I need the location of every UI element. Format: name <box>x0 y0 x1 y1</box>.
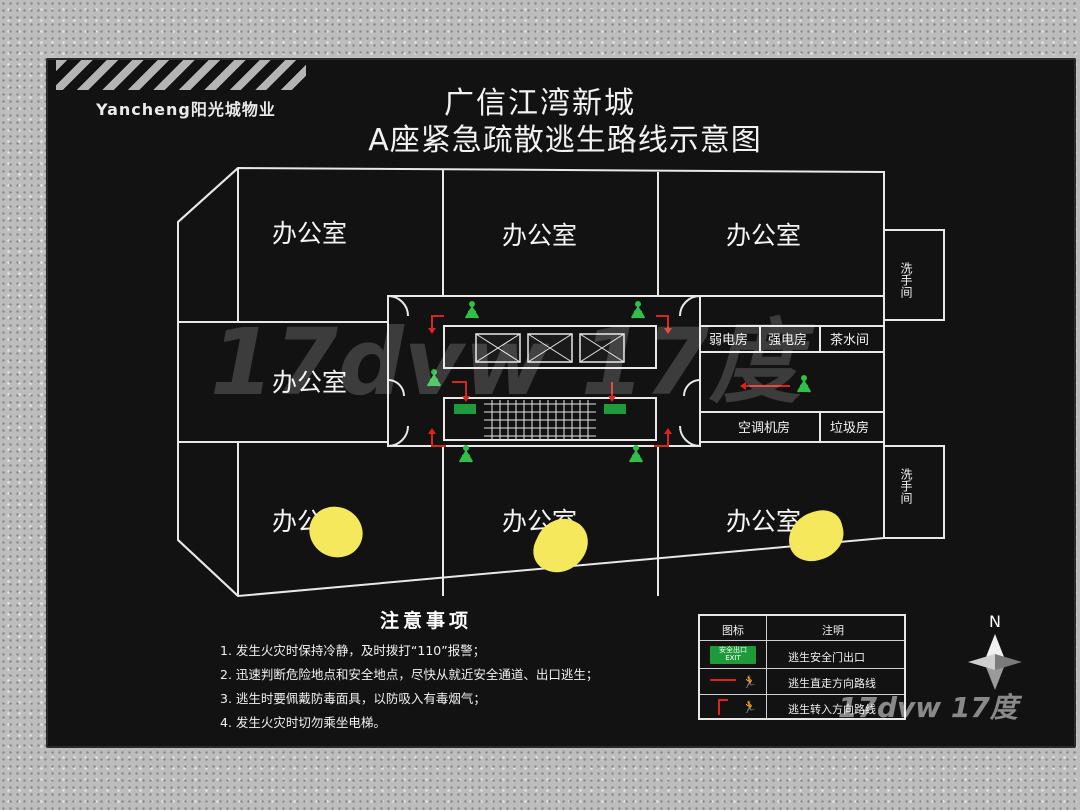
room-washroom-bottom: 洗手间 <box>899 468 913 504</box>
room-office-top-left: 办公室 <box>272 219 347 248</box>
notes-title: 注意事项 <box>380 610 473 632</box>
room-washroom-top: 洗手间 <box>899 262 913 298</box>
room-hvac: 空调机房 <box>738 420 790 436</box>
brand-stripes-icon <box>56 60 306 90</box>
note-item: 1. 发生火灾时保持冷静，及时拨打“110”报警； <box>220 643 486 658</box>
watermark: 17dvw 17度 <box>210 309 801 416</box>
legend-header-icon: 图标 <box>722 624 744 637</box>
north-arrow-icon <box>968 634 1022 690</box>
title-building: 广信江湾新城 <box>444 86 636 121</box>
legend-row1-text: 逃生安全门出口 <box>788 651 865 664</box>
note-item: 4. 发生火灾时切勿乘坐电梯。 <box>220 715 386 730</box>
legend-row3-text: 逃生转入方向路线 <box>788 703 876 716</box>
room-weak-power: 弱电房 <box>709 332 748 348</box>
watermark-small: 17dvw 17度 <box>838 691 1018 724</box>
turn-arrow-icon <box>718 699 728 715</box>
room-garbage: 垃圾房 <box>830 420 869 436</box>
brand-logo: Yancheng阳光城物业 <box>56 60 306 119</box>
room-office-top-right: 办公室 <box>726 221 801 250</box>
runner-icon: 🏃 <box>742 700 757 714</box>
room-office-top-mid: 办公室 <box>502 221 577 250</box>
brand-text: Yancheng阳光城物业 <box>96 100 276 119</box>
title-plan: A座紧急疏散逃生路线示意图 <box>368 123 762 158</box>
elevator-cars <box>475 333 625 363</box>
legend-row2-text: 逃生直走方向路线 <box>788 677 876 690</box>
exit-sign-icon: 安全出口 EXIT <box>710 646 756 664</box>
plan-exit-sign <box>604 404 626 414</box>
room-tea: 茶水间 <box>830 332 869 348</box>
north-label: N <box>989 612 1001 631</box>
legend-header-desc: 注明 <box>822 624 844 637</box>
room-office-mid-left: 办公室 <box>272 368 347 397</box>
legend-table: 图标 注明 安全出口 EXIT 逃生安全门出口 🏃 逃生直走方向路线 🏃 逃生转… <box>698 614 906 720</box>
evacuation-route-arrows <box>431 315 790 447</box>
runner-icons <box>426 301 812 463</box>
room-office-bottom-right: 办公室 <box>726 507 801 536</box>
note-item: 3. 逃生时要佩戴防毒面具，以防吸入有毒烟气； <box>220 691 486 706</box>
room-strong-power: 强电房 <box>768 332 807 348</box>
plan-exit-sign <box>454 404 476 414</box>
note-item: 2. 迅速判断危险地点和安全地点，尽快从就近安全通道、出口逃生； <box>220 667 599 682</box>
stairs <box>484 400 596 440</box>
straight-arrow-icon <box>710 679 736 681</box>
compass: N <box>966 612 1024 690</box>
runner-icon: 🏃 <box>742 675 757 689</box>
